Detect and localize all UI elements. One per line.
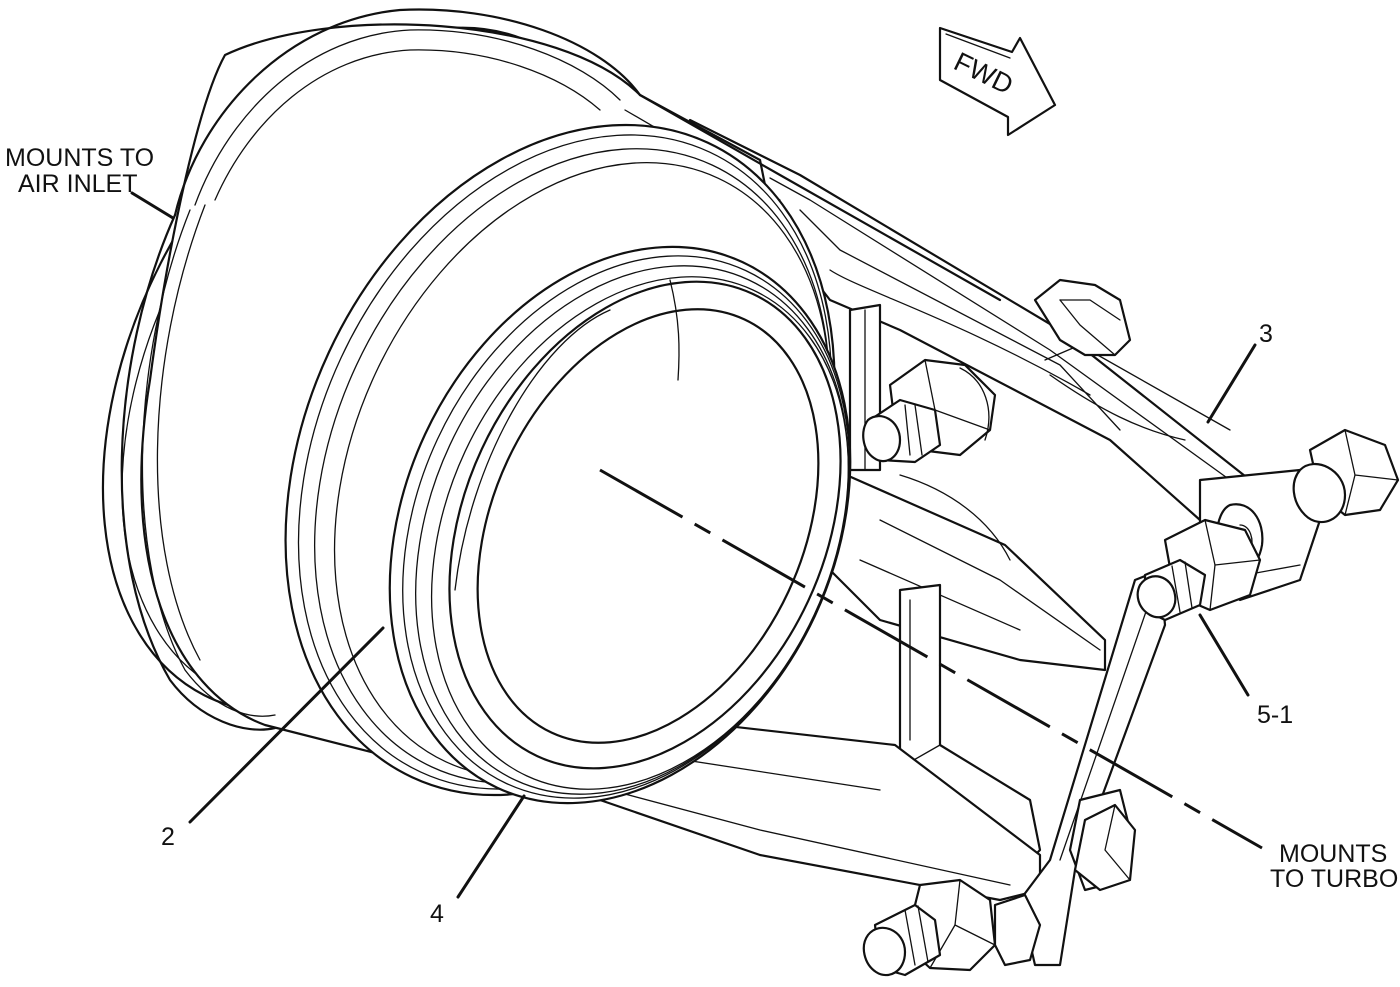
bolt-right (1292, 428, 1400, 524)
fwd-arrow: FWD (938, 26, 1057, 137)
label-item-2: 2 (161, 823, 175, 851)
label-mounts-turbo-1: MOUNTS (1279, 840, 1387, 868)
bolt-upper-rear (1033, 278, 1132, 357)
leader-lines (130, 191, 1257, 899)
label-mounts-air-inlet-2: AIR INLET (18, 170, 137, 198)
label-mounts-turbo-2: TO TURBO (1270, 865, 1398, 893)
label-item-5-1: 5-1 (1257, 701, 1293, 729)
leader-item-3 (1206, 343, 1257, 424)
callouts: MOUNTS TO AIR INLET MOUNTS TO TURBO 2 3 … (5, 144, 1398, 928)
bolt-lower-front (862, 878, 1042, 977)
leader-item-2 (188, 626, 385, 824)
leader-item-5-1 (1198, 613, 1250, 697)
centerline (599, 468, 1263, 850)
label-item-3: 3 (1259, 320, 1273, 348)
bolt-upper-front (862, 358, 997, 464)
bolt-lower-rear (1073, 803, 1137, 892)
item-4-ring (388, 245, 852, 805)
label-mounts-air-inlet-1: MOUNTS TO (5, 144, 154, 172)
leader-item-4 (456, 794, 526, 899)
label-item-4: 4 (430, 900, 444, 928)
bolt-5-1 (1136, 518, 1262, 622)
leader-air-inlet (130, 191, 175, 220)
